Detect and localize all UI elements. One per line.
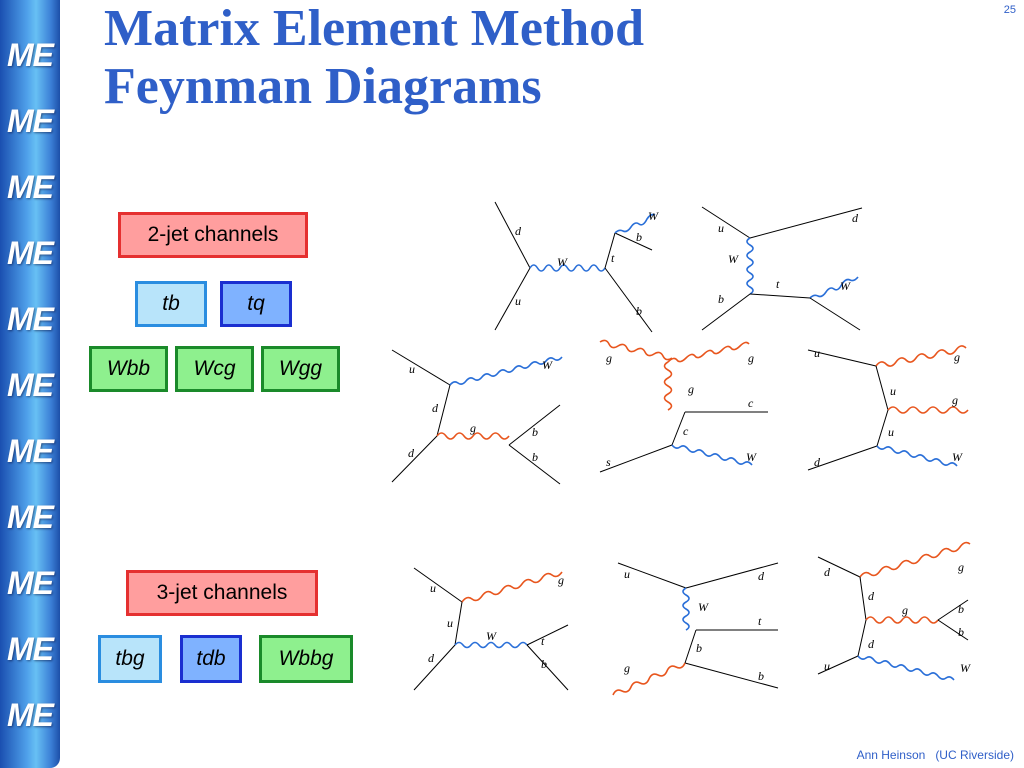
diagram-8-label: u — [824, 659, 830, 673]
diagram-4-label: g — [606, 351, 612, 365]
diagram-4-label: W — [746, 450, 757, 464]
diagram-3-label: u — [409, 362, 415, 376]
diagram-5-label: g — [954, 350, 960, 364]
diagram-4-label: g — [748, 351, 754, 365]
feynman-diagram-7: u d W t b g b — [612, 562, 779, 696]
diagram-2-label: W — [840, 279, 851, 293]
diagram-5-label: u — [888, 425, 894, 439]
diagram-8-label: b — [958, 625, 964, 639]
diagram-2-label: u — [718, 221, 724, 235]
diagram-5-label: u — [814, 346, 820, 360]
diagram-3-label: d — [408, 446, 415, 460]
sidebar-me-label: ME — [7, 367, 54, 403]
diagram-5-label: d — [814, 455, 821, 469]
sidebar-me-label: ME — [7, 103, 54, 139]
diagram-2-label: t — [776, 277, 780, 291]
channel-wbb: Wbb — [89, 346, 168, 392]
diagram-7-label: u — [624, 567, 630, 581]
two-jet-channels-heading: 2-jet channels — [118, 212, 308, 258]
diagram-5-label: u — [890, 384, 896, 398]
title-line-2: Feynman Diagrams — [104, 58, 542, 115]
channel-wcg: Wcg — [175, 346, 254, 392]
diagram-6-label: b — [541, 657, 547, 671]
channel-tb: tb — [135, 281, 207, 327]
diagram-1-label: d — [515, 224, 522, 238]
footer: Ann Heinson (UC Riverside) — [857, 748, 1014, 762]
diagram-5-label: g — [952, 393, 958, 407]
diagram-8-label: d — [868, 637, 875, 651]
three-jet-channels-heading: 3-jet channels — [126, 570, 318, 616]
diagram-8-label: g — [902, 603, 908, 617]
slide-number: 25 — [1003, 4, 1016, 16]
slide-title: Matrix Element Method Feynman Diagrams — [104, 0, 644, 116]
footer-author: Ann Heinson — [856, 748, 926, 762]
diagram-4-label: g — [688, 382, 694, 396]
channel-wbbg: Wbbg — [259, 635, 353, 683]
diagram-3-label: d — [432, 401, 439, 415]
feynman-diagram-5: u g u g u d W — [807, 345, 969, 471]
diagram-4-label: c — [748, 396, 754, 410]
footer-affiliation: (UC Riverside) — [935, 748, 1014, 762]
diagram-3-label: W — [542, 358, 553, 372]
sidebar-me-label: ME — [7, 565, 54, 601]
diagram-7-label: t — [758, 614, 762, 628]
diagram-4-label: s — [606, 455, 611, 469]
diagram-8-label: d — [868, 589, 875, 603]
feynman-diagram-4: g g g c c s W — [599, 339, 768, 473]
diagram-6-label: u — [430, 581, 436, 595]
diagram-6-label: t — [541, 634, 545, 648]
channel-tbg: tbg — [98, 635, 162, 683]
sidebar-me-label: ME — [7, 235, 54, 271]
sidebar-me-label: ME — [7, 697, 54, 733]
diagram-1-label: t — [611, 251, 615, 265]
diagram-1-label: W — [557, 255, 568, 269]
diagram-7-label: b — [696, 641, 702, 655]
channel-tdb: tdb — [180, 635, 242, 683]
diagram-7-label: b — [758, 669, 764, 683]
channel-tq: tq — [220, 281, 292, 327]
diagram-6-label: d — [428, 651, 435, 665]
diagram-2-label: d — [852, 211, 859, 225]
sidebar: ME ME ME ME ME ME ME ME ME ME ME — [0, 0, 60, 768]
diagram-7-label: W — [698, 600, 709, 614]
diagram-1-label: u — [515, 294, 521, 308]
feynman-diagram-3: u W d g b d b — [391, 349, 563, 485]
diagram-8-label: W — [960, 661, 971, 675]
sidebar-me-label: ME — [7, 169, 54, 205]
diagram-3-label: b — [532, 425, 538, 439]
diagram-6-label: g — [558, 573, 564, 587]
diagram-3-label: b — [532, 450, 538, 464]
diagram-6-label: W — [486, 629, 497, 643]
feynman-diagram-8: d g d g b b d u W — [817, 541, 971, 681]
feynman-diagram-2: u d W t W b — [701, 206, 863, 331]
diagram-4-label: c — [683, 424, 689, 438]
feynman-diagram-6: u g u W t d b — [413, 567, 569, 691]
channel-wgg: Wgg — [261, 346, 340, 392]
diagram-8-label: b — [958, 602, 964, 616]
diagram-3-label: g — [470, 421, 476, 435]
diagram-1-label: W — [648, 209, 659, 223]
sidebar-me-label: ME — [7, 433, 54, 469]
sidebar-me-label: ME — [7, 37, 54, 73]
diagram-7-label: g — [624, 661, 630, 675]
diagram-6-label: u — [447, 616, 453, 630]
diagram-5-label: W — [952, 450, 963, 464]
diagram-1-label: b — [636, 230, 642, 244]
diagram-1-label: b — [636, 304, 642, 318]
sidebar-me-label: ME — [7, 499, 54, 535]
diagram-2-label: W — [728, 252, 739, 266]
sidebar-me-label: ME — [7, 631, 54, 667]
sidebar-me-label: ME — [7, 301, 54, 337]
diagram-2-label: b — [718, 292, 724, 306]
feynman-diagram-1: d u W t W b b — [494, 201, 659, 333]
diagram-8-label: g — [958, 560, 964, 574]
title-line-1: Matrix Element Method — [104, 0, 645, 57]
diagram-7-label: d — [758, 569, 765, 583]
diagram-8-label: d — [824, 565, 831, 579]
